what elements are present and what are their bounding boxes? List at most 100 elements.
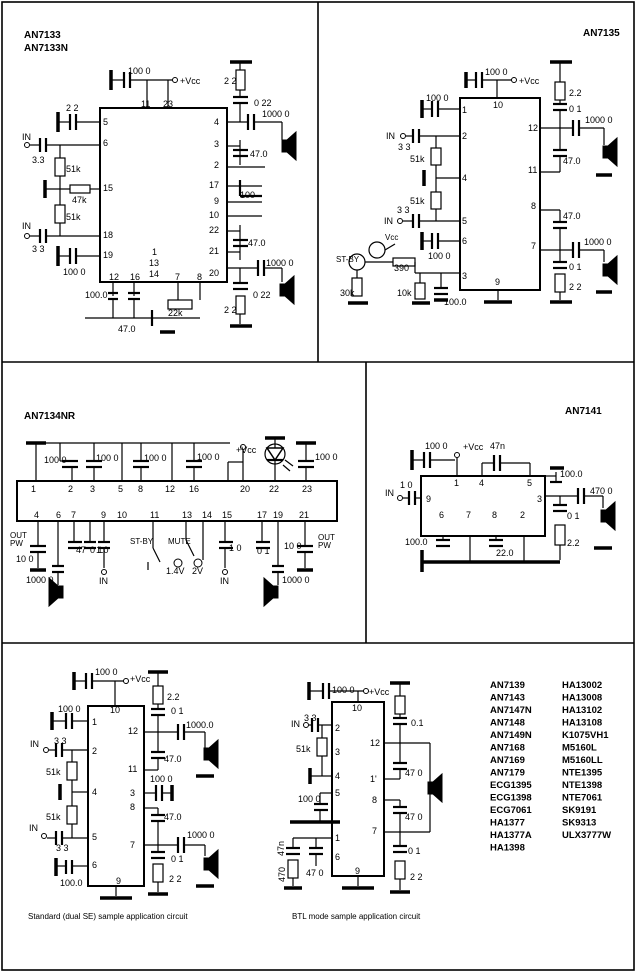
btl-c-47n: 47n [276, 841, 286, 856]
btl-pin-1: 1 [335, 833, 340, 843]
btl-pin-3: 3 [335, 747, 340, 757]
equivalent-part-col1-11: HA1377 [490, 818, 525, 829]
standard-c-47-top: 47.0 [164, 754, 182, 764]
an7134nr-vcc-label: +Vcc [236, 445, 257, 455]
an7134nr-c-1000-right: 1000 0 [282, 575, 310, 585]
an7135-pin-7: 7 [531, 241, 536, 251]
an7134nr-c-pin8: 100 0 [144, 453, 167, 463]
equivalent-part-col1-8: ECG1395 [490, 780, 532, 791]
an7133-pin-23: 23 [163, 99, 173, 109]
standard-c-in1: 3 3 [54, 736, 67, 746]
an7133-pin-21: 21 [209, 246, 219, 256]
an7135-vcc-label: +Vcc [519, 76, 540, 86]
equivalent-part-col2-5: M5160L [562, 743, 597, 754]
btl-r-2-2: 2 2 [410, 872, 423, 882]
an7141-pin-4: 4 [479, 478, 484, 488]
standard-c-1000-top: 1000.0 [186, 720, 214, 730]
equivalent-part-col2-3: HA13108 [562, 718, 602, 729]
an7134nr-pin-13: 13 [182, 510, 192, 520]
standard-pin-6: 6 [92, 860, 97, 870]
an7135-pin-2: 2 [462, 131, 467, 141]
equivalent-part-col1-12: HA1377A [490, 830, 532, 841]
an7141-panel: AN7141 100 0 +Vcc 47n 1 4 5 9 IN 1 0 3 1… [385, 406, 616, 572]
btl-pin-1-prime: 1' [370, 774, 377, 784]
standard-pin-9: 9 [116, 876, 121, 886]
standard-c-0-1-top: 0 1 [171, 706, 184, 716]
an7134nr-c-47: 47 [76, 545, 86, 555]
an7134nr-pin-2: 2 [68, 484, 73, 494]
btl-pin-5: 5 [335, 788, 340, 798]
an7134nr-pin-12: 12 [165, 484, 175, 494]
btl-c-47-upper: 47 0 [405, 768, 423, 778]
btl-pin-8: 8 [372, 795, 377, 805]
an7133-c-1000-top: 1000 0 [262, 109, 290, 119]
an7133-in-label-1: IN [22, 132, 31, 142]
an7135-c-in2: 3 3 [397, 205, 410, 215]
an7135-panel: AN7135 100 0 +Vcc 10 1 2 3 4 5 6 100 0 I… [336, 28, 620, 307]
an7141-in-label: IN [385, 488, 394, 498]
an7134nr-out-label-right: OUT [318, 533, 335, 542]
an7133-pin-13: 13 [149, 258, 159, 268]
an7134nr-pin-6: 6 [56, 510, 61, 520]
an7133-c-1000-bottom: 1000 0 [266, 258, 294, 268]
standard-r-51k-b: 51k [46, 812, 61, 822]
an7135-in-label-1: IN [386, 131, 395, 141]
equivalent-part-col2-4: K1075VH1 [562, 730, 609, 741]
an7135-c-in1: 3 3 [398, 142, 411, 152]
an7135-c-47-top: 47.0 [563, 156, 581, 166]
an7133-r-51k-a: 51k [66, 164, 81, 174]
an7141-pin-1: 1 [454, 478, 459, 488]
standard-pin-1: 1 [92, 717, 97, 727]
an7133-pin-20: 20 [209, 268, 219, 278]
an7134nr-v-1-4: 1.4V [166, 566, 185, 576]
an7133-pin-1: 1 [152, 247, 157, 257]
standard-c-0-1-bottom: 0 1 [171, 854, 184, 864]
an7133-pin-12: 12 [109, 272, 119, 282]
standard-c-pin3: 100 0 [150, 774, 173, 784]
an7133-pin-15: 15 [103, 183, 113, 193]
an7135-r-51k-b: 51k [410, 196, 425, 206]
an7141-pin-3: 3 [537, 494, 542, 504]
an7134nr-c-pin2: 100 0 [44, 455, 67, 465]
an7134nr-mute-label: MUTE [168, 537, 191, 546]
equivalent-part-col2-8: NTE1398 [562, 780, 602, 791]
an7134nr-c-0-1-left: 0 1 [90, 545, 103, 555]
btl-pin-12: 12 [370, 738, 380, 748]
an7133-pin-6: 6 [103, 138, 108, 148]
standard-c-pin1: 100 0 [58, 704, 81, 714]
an7133-pin-7: 7 [175, 272, 180, 282]
an7135-r-2-2-bottom: 2 2 [569, 282, 582, 292]
an7133-c-47-top: 47.0 [250, 149, 268, 159]
an7134nr-pin-21: 21 [299, 510, 309, 520]
an7135-r-51k-a: 51k [410, 154, 425, 164]
standard-in-label-2: IN [29, 823, 38, 833]
an7133-c-47-bottom2: 47.0 [118, 324, 136, 334]
an7134nr-c-1-0-right: 1 0 [229, 543, 242, 553]
an7141-title: AN7141 [565, 406, 602, 417]
an7135-c-47-bottom: 47.0 [563, 211, 581, 221]
equivalent-part-col2-12: ULX3777W [562, 830, 611, 841]
an7134nr-pin-3: 3 [90, 484, 95, 494]
an7135-c-0-1-top: 0 1 [569, 104, 582, 114]
btl-pin-7: 7 [372, 826, 377, 836]
equivalent-part-col1-2: AN7147N [490, 705, 532, 716]
an7141-c-0-1: 0 1 [567, 511, 580, 521]
btl-r-470: 470 [277, 867, 287, 882]
an7134nr-c-pin16-label: 100 0 [197, 452, 220, 462]
an7134nr-in-label-right: IN [220, 576, 229, 586]
an7134nr-pw-label-left: PW [10, 539, 23, 548]
an7134nr-c-10-left: 10 0 [16, 554, 34, 564]
an7134nr-pin-19: 19 [273, 510, 283, 520]
btl-c-47-left: 47 0 [306, 868, 324, 878]
an7135-pin-5: 5 [462, 216, 467, 226]
an7135-c-pin1: 100 0 [426, 93, 449, 103]
equivalent-part-col2-7: NTE1395 [562, 768, 603, 779]
an7135-r-10k: 10k [397, 288, 412, 298]
an7134nr-pin-11: 11 [150, 510, 159, 520]
an7134nr-pin-8: 8 [138, 484, 143, 494]
standard-pin-5: 5 [92, 832, 97, 842]
equivalent-part-col1-6: AN7169 [490, 755, 525, 766]
an7134nr-pin-5: 5 [118, 484, 123, 494]
equivalent-part-col2-0: HA13002 [562, 680, 602, 691]
